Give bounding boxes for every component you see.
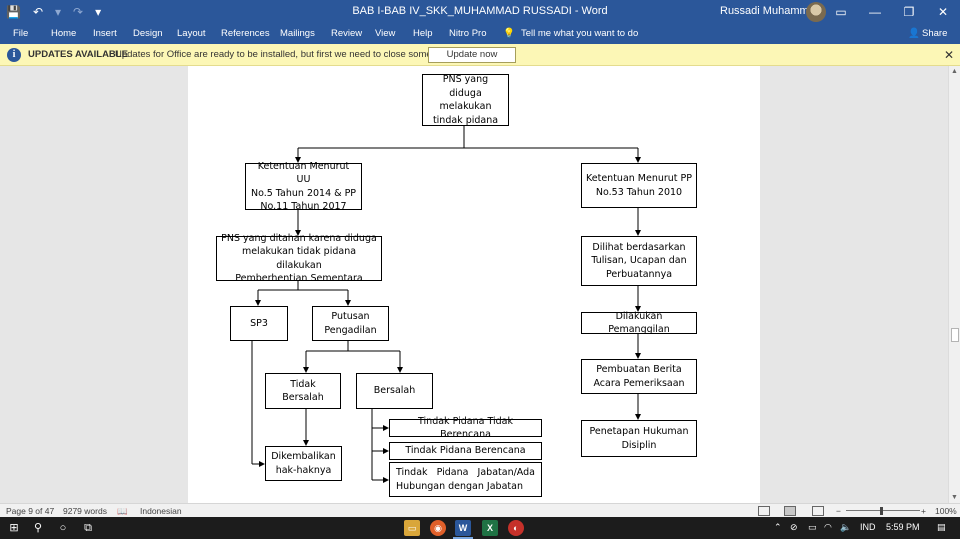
- tray-chevron-icon[interactable]: ⌃: [774, 522, 782, 532]
- node-outcome-3: Tindak Pidana Jabatan/Ada Hubungan denga…: [389, 462, 542, 497]
- save-icon[interactable]: 💾: [6, 5, 21, 19]
- node-guilty: Bersalah: [356, 373, 433, 409]
- volume-icon[interactable]: 🔈: [840, 522, 852, 532]
- zoom-slider[interactable]: [846, 510, 920, 511]
- update-now-button[interactable]: Update now: [428, 47, 516, 63]
- ribbon-tabs: File Home Insert Design Layout Reference…: [0, 24, 960, 44]
- ribbon-display-options-icon[interactable]: ▭: [835, 5, 847, 19]
- customize-qat-icon[interactable]: ▾: [95, 5, 102, 19]
- tab-file[interactable]: File: [13, 28, 29, 39]
- wifi-icon[interactable]: ◠: [824, 522, 832, 532]
- node-outcome-2: Tindak Pidana Berencana: [389, 442, 542, 460]
- node-rights-restored: Dikembalikan hak-haknya: [265, 446, 342, 481]
- scroll-down-icon[interactable]: ▼: [951, 494, 958, 501]
- title-bar: 💾 ↶ ▾ ↷ ▾ BAB I-BAB IV_SKK_MUHAMMAD RUSS…: [0, 0, 960, 24]
- user-name[interactable]: Russadi Muhammad: [720, 5, 821, 17]
- zoom-out-button[interactable]: −: [836, 506, 841, 516]
- input-language[interactable]: IND: [860, 522, 876, 532]
- close-button[interactable]: ✕: [937, 5, 949, 19]
- search-icon[interactable]: ⚲: [33, 522, 43, 534]
- update-message: Updates for Office are ready to be insta…: [115, 49, 458, 60]
- tab-mailings[interactable]: Mailings: [280, 28, 315, 39]
- battery-icon[interactable]: ▭: [808, 522, 817, 532]
- status-bar: Page 9 of 47 9279 words 📖 Indonesian − +…: [0, 503, 960, 517]
- excel-icon[interactable]: X: [482, 520, 498, 536]
- word-count[interactable]: 9279 words: [63, 506, 107, 516]
- tab-insert[interactable]: Insert: [93, 28, 117, 39]
- update-title: UPDATES AVAILABLE: [28, 49, 128, 60]
- node-root: PNS yang diduga melakukan tindak pidana: [422, 74, 509, 126]
- tab-home[interactable]: Home: [51, 28, 77, 39]
- tab-layout[interactable]: Layout: [177, 28, 206, 39]
- flowchart-connectors: [251, 126, 641, 483]
- window-controls: ▭ — ❐ ✕: [824, 0, 960, 24]
- read-mode-icon[interactable]: [758, 506, 770, 516]
- zoom-slider-thumb[interactable]: [880, 507, 883, 515]
- minimize-button[interactable]: —: [869, 5, 881, 19]
- lightbulb-icon: 💡: [503, 28, 515, 39]
- proofing-icon[interactable]: 📖: [117, 506, 128, 516]
- person-icon: 👤: [908, 28, 920, 39]
- document-area[interactable]: PNS yang diduga melakukan tindak pidana …: [0, 66, 948, 503]
- notification-icon[interactable]: ▤: [937, 522, 946, 532]
- cortana-icon[interactable]: ○: [59, 522, 67, 534]
- tab-review[interactable]: Review: [331, 28, 363, 39]
- node-court-decision: Putusan Pengadilan: [312, 306, 389, 341]
- zoom-level[interactable]: 100%: [935, 506, 957, 516]
- info-icon: i: [7, 48, 21, 62]
- close-icon[interactable]: ✕: [944, 48, 955, 62]
- print-layout-icon[interactable]: [784, 506, 796, 516]
- tab-help[interactable]: Help: [413, 28, 433, 39]
- firefox-icon[interactable]: ◉: [430, 520, 446, 536]
- document-page[interactable]: PNS yang diduga melakukan tindak pidana …: [188, 66, 760, 503]
- clock[interactable]: 5:59 PM: [886, 522, 920, 532]
- vertical-scrollbar[interactable]: ▲ ▼: [948, 66, 960, 503]
- web-layout-icon[interactable]: [812, 506, 824, 516]
- share-button[interactable]: Share: [922, 28, 948, 39]
- node-right-step-1: Dilihat berdasarkan Tulisan, Ucapan dan …: [581, 236, 697, 286]
- task-view-icon[interactable]: ⧉: [84, 522, 92, 534]
- language-indicator[interactable]: Indonesian: [140, 506, 182, 516]
- word-icon[interactable]: W: [453, 520, 473, 539]
- scroll-thumb[interactable]: [951, 328, 959, 342]
- tab-references[interactable]: References: [221, 28, 270, 39]
- node-not-guilty: Tidak Bersalah: [265, 373, 341, 409]
- node-outcome-1: Tindak Pidana Tidak Berencana: [389, 416, 542, 440]
- update-notification-bar: i UPDATES AVAILABLE Updates for Office a…: [0, 44, 960, 66]
- node-right-rule: Ketentuan Menurut PP No.53 Tahun 2010: [581, 163, 697, 208]
- node-right-step-3: Pembuatan Berita Acara Pemeriksaan: [581, 359, 697, 394]
- tab-view[interactable]: View: [375, 28, 396, 39]
- page-count[interactable]: Page 9 of 47: [6, 506, 55, 516]
- windows-start-icon[interactable]: ⊞: [9, 522, 19, 534]
- file-explorer-icon[interactable]: ▭: [404, 520, 420, 536]
- tab-nitro-pro[interactable]: Nitro Pro: [449, 28, 487, 39]
- network-off-icon[interactable]: ⊘: [790, 522, 798, 532]
- node-detained: PNS yang ditahan karena diduga melakukan…: [216, 233, 382, 284]
- pdf-app-icon[interactable]: ◐: [508, 520, 524, 536]
- taskbar: ⊞ ⚲ ○ ⧉ ▭ ◉ W X ◐ ⌃ ⊘ ▭ ◠ 🔈 IND 5:59 PM …: [0, 517, 960, 539]
- node-right-step-2: Dilakukan Pemanggilan: [581, 311, 697, 335]
- redo-icon[interactable]: ↷: [73, 5, 84, 19]
- node-right-step-4: Penetapan Hukuman Disiplin: [581, 420, 697, 457]
- tab-design[interactable]: Design: [133, 28, 163, 39]
- undo-icon[interactable]: ↶: [32, 5, 44, 19]
- restore-button[interactable]: ❐: [903, 5, 915, 19]
- quick-access-toolbar: 💾 ↶ ▾ ↷ ▾: [6, 3, 101, 21]
- zoom-in-button[interactable]: +: [921, 506, 926, 516]
- avatar[interactable]: [806, 2, 826, 22]
- node-left-rule: Ketentuan Menurut UU No.5 Tahun 2014 & P…: [245, 161, 362, 212]
- scroll-up-icon[interactable]: ▲: [951, 68, 958, 75]
- node-sp3: SP3: [230, 306, 288, 341]
- undo-dropdown-icon[interactable]: ▾: [55, 5, 62, 19]
- tell-me-search[interactable]: Tell me what you want to do: [521, 28, 639, 39]
